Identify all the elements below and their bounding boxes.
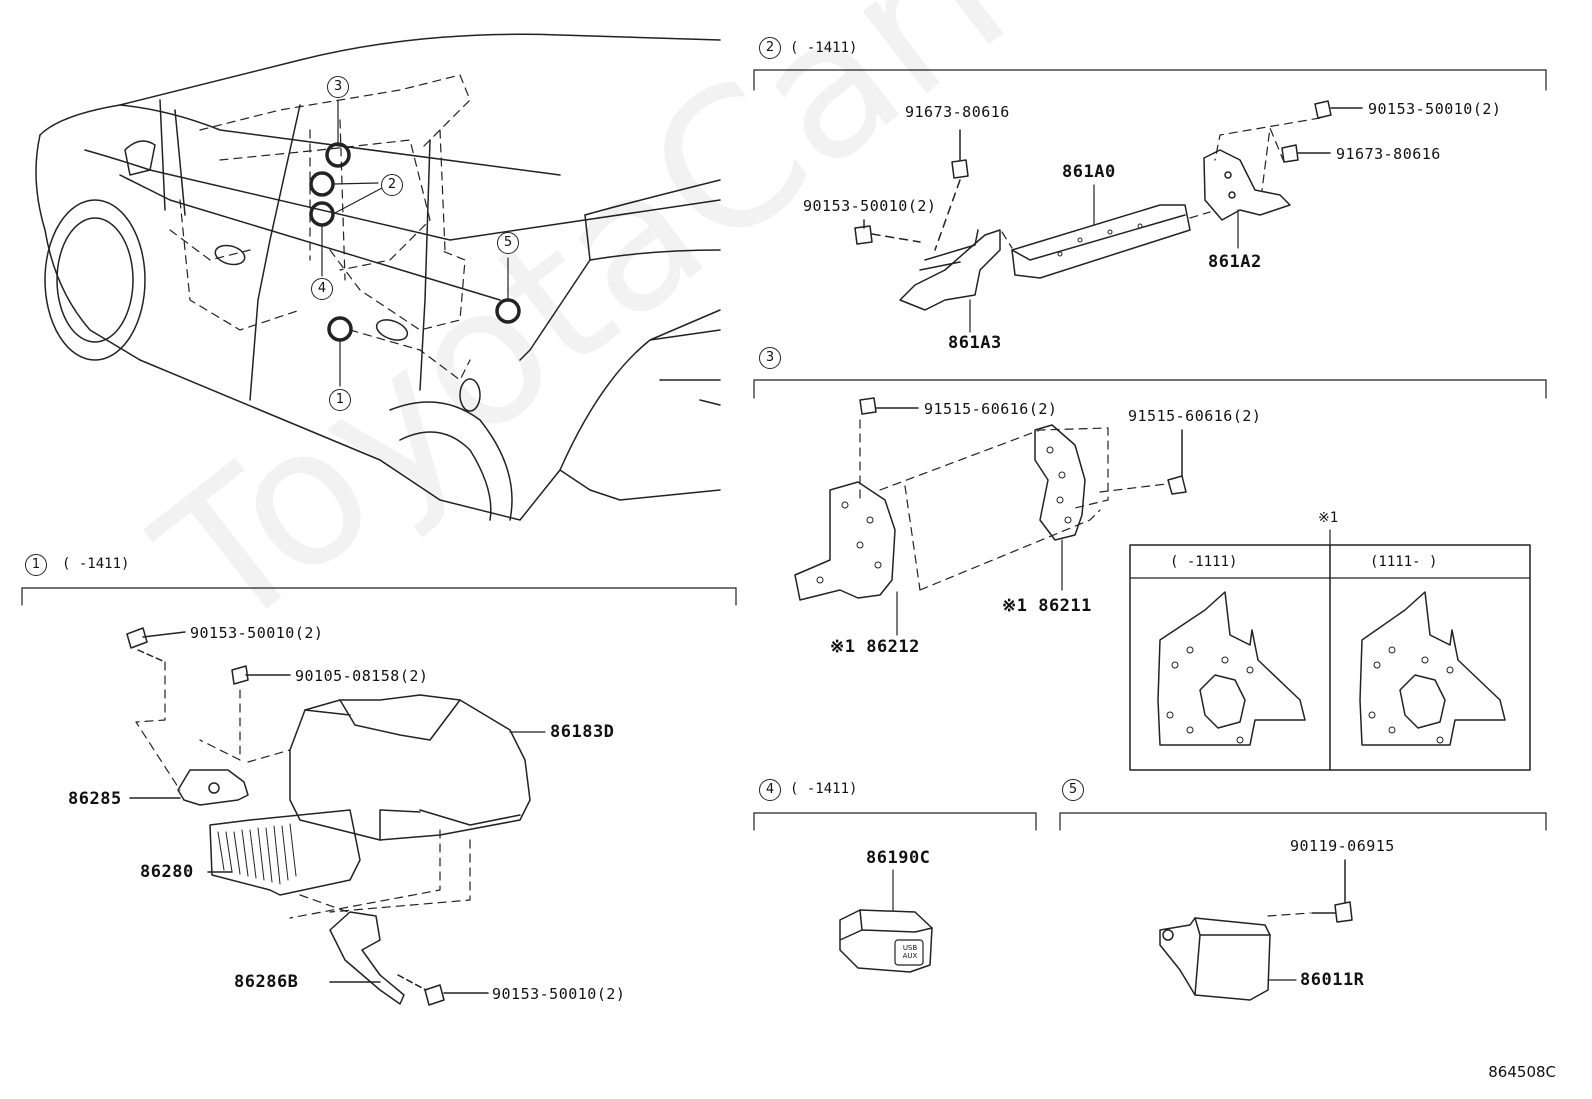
section-3-number: 3 xyxy=(759,347,781,369)
usb-aux-label: USB AUX xyxy=(902,944,918,960)
part-86285: 86285 xyxy=(68,789,122,809)
part-86212: ※1 86212 xyxy=(830,637,920,657)
section-5-drawing xyxy=(1059,812,1547,1001)
label-90153-50010-bottom: 90153-50010(2) xyxy=(492,985,626,1003)
label-90153-50010-right: 90153-50010(2) xyxy=(1368,100,1502,118)
callout-2: 2 xyxy=(381,174,403,196)
section-2-number: 2 xyxy=(759,37,781,59)
part-86211: ※1 86211 xyxy=(1002,596,1092,616)
section-1-number: 1 xyxy=(25,554,47,576)
variant-range-a: ( -1111) xyxy=(1170,554,1238,570)
label-91515-60616-right: 91515-60616(2) xyxy=(1128,407,1262,425)
callout-4: 4 xyxy=(311,278,333,300)
section-1-range: ( -1411) xyxy=(62,556,130,572)
label-91673-80616-left: 91673-80616 xyxy=(905,103,1010,121)
part-86183D: 86183D xyxy=(550,722,615,742)
section-4-range: ( -1411) xyxy=(790,781,858,797)
label-91673-80616-right: 91673-80616 xyxy=(1336,145,1441,163)
section-3-drawing xyxy=(753,379,1547,771)
vehicle-overview xyxy=(35,33,721,521)
label-90153-50010-left: 90153-50010(2) xyxy=(803,197,937,215)
note-mark: ※1 xyxy=(1318,510,1339,526)
diagram-code: 864508C xyxy=(1488,1063,1556,1081)
section-2-drawing xyxy=(753,69,1547,333)
part-86011R: 86011R xyxy=(1300,970,1365,990)
callout-1: 1 xyxy=(329,389,351,411)
section-4-drawing xyxy=(753,812,1037,973)
part-86190C: 86190C xyxy=(866,848,931,868)
callout-3: 3 xyxy=(327,76,349,98)
part-86280: 86280 xyxy=(140,862,194,882)
label-90119-06915: 90119-06915 xyxy=(1290,837,1395,855)
section-5-number: 5 xyxy=(1062,779,1084,801)
section-2-range: ( -1411) xyxy=(790,40,858,56)
part-861A0: 861A0 xyxy=(1062,162,1116,182)
callout-5: 5 xyxy=(497,232,519,254)
part-861A3: 861A3 xyxy=(948,333,1002,353)
part-861A2: 861A2 xyxy=(1208,252,1262,272)
label-91515-60616-left: 91515-60616(2) xyxy=(924,400,1058,418)
part-86286B: 86286B xyxy=(234,972,299,992)
variant-range-b: (1111- ) xyxy=(1370,554,1438,570)
label-90105-08158: 90105-08158(2) xyxy=(295,667,429,685)
section-1-drawing xyxy=(21,587,737,1006)
label-90153-50010-top: 90153-50010(2) xyxy=(190,624,324,642)
section-4-number: 4 xyxy=(759,779,781,801)
